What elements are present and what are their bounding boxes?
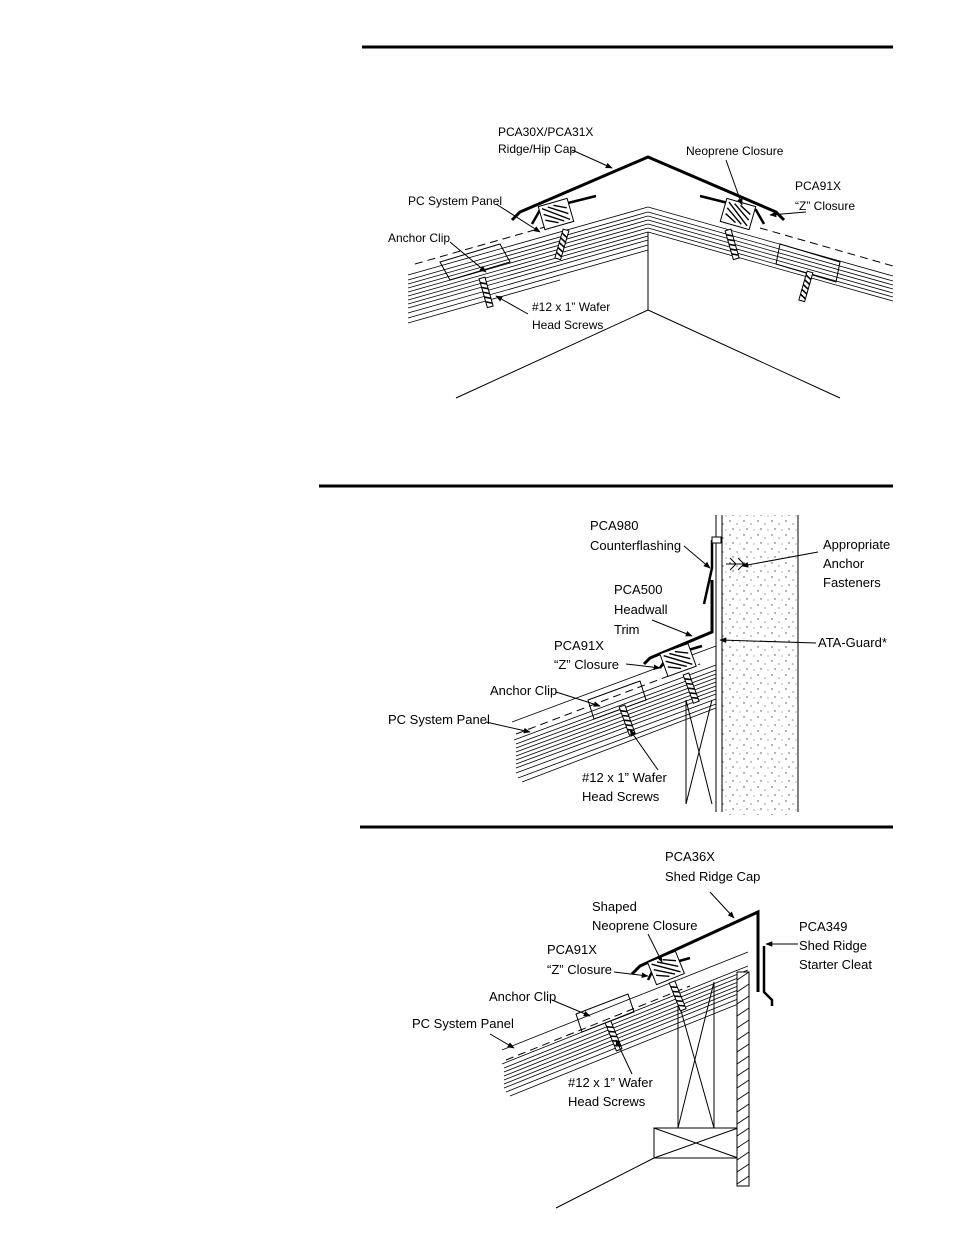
counterflashing (702, 540, 714, 605)
headwall-trim-label: PCA500 Headwall Trim (614, 582, 671, 637)
headwall-detail: PCA980 Counterflashing PCA500 Headwall T… (319, 484, 894, 815)
panel-layers-right (647, 206, 894, 302)
z-closure-label: PCA91X “Z” Closure (554, 638, 619, 672)
panel-label: PC System Panel (388, 712, 490, 727)
interior-walls (455, 232, 841, 399)
z-closure-label: PCA91X “Z” Closure (795, 179, 855, 213)
leader-lines (485, 545, 819, 771)
panel-label: PC System Panel (412, 1016, 514, 1031)
panel-layers-left (407, 206, 649, 324)
screws-label: #12 x 1” Wafer Head Screws (532, 300, 614, 332)
shed-ridge-cap-label: PCA36X Shed Ridge Cap (665, 849, 760, 884)
anchor-clip-label: Anchor Clip (388, 231, 450, 245)
starter-cleat (762, 946, 774, 1006)
neoprene-closure-right (719, 197, 757, 231)
panel-centerline (414, 226, 894, 267)
headwall-trim (642, 580, 714, 666)
shaped-closure-label: Shaped Neoprene Closure (592, 899, 698, 933)
ridge-hip-detail: PCA30X/PCA31X Ridge/Hip Cap Neoprene Clo… (362, 45, 894, 399)
anchor-clip (575, 993, 635, 1033)
framing (555, 981, 739, 1209)
ridge-cap-label: PCA30X/PCA31X Ridge/Hip Cap (498, 125, 597, 156)
anchor-clips (439, 243, 841, 283)
panel-centerline (505, 985, 691, 1061)
ledger-wall (736, 971, 750, 1187)
shed-ridge-cap (630, 909, 760, 992)
panel-label: PC System Panel (408, 194, 502, 208)
fasteners-label: Appropriate Anchor Fasteners (823, 537, 894, 590)
ata-guard-label: ATA-Guard* (818, 635, 887, 650)
anchor-clip-label: Anchor Clip (489, 989, 556, 1004)
screw-icon (618, 704, 636, 737)
panel-centerline (515, 663, 701, 735)
panel-layers (501, 951, 749, 1097)
screws-label: #12 x 1” Wafer Head Screws (582, 770, 670, 804)
neoprene-closure-label: Neoprene Closure (686, 144, 784, 158)
screw-icon (724, 228, 740, 261)
screws-label: #12 x 1” Wafer Head Screws (568, 1075, 656, 1109)
leader-lines (489, 891, 798, 1075)
screw-icon (798, 270, 814, 303)
masonry-wall (722, 515, 798, 815)
anchor-clip-label: Anchor Clip (490, 683, 557, 698)
framing (685, 699, 713, 805)
shed-ridge-detail: PCA36X Shed Ridge Cap Shaped Neoprene Cl… (360, 825, 893, 1209)
z-closure-label: PCA91X “Z” Closure (547, 942, 612, 977)
anchor-clip (587, 680, 647, 720)
leader-lines (449, 149, 807, 315)
starter-cleat-label: PCA349 Shed Ridge Starter Cleat (799, 919, 872, 972)
counterflashing-label: PCA980 Counterflashing (590, 518, 681, 553)
